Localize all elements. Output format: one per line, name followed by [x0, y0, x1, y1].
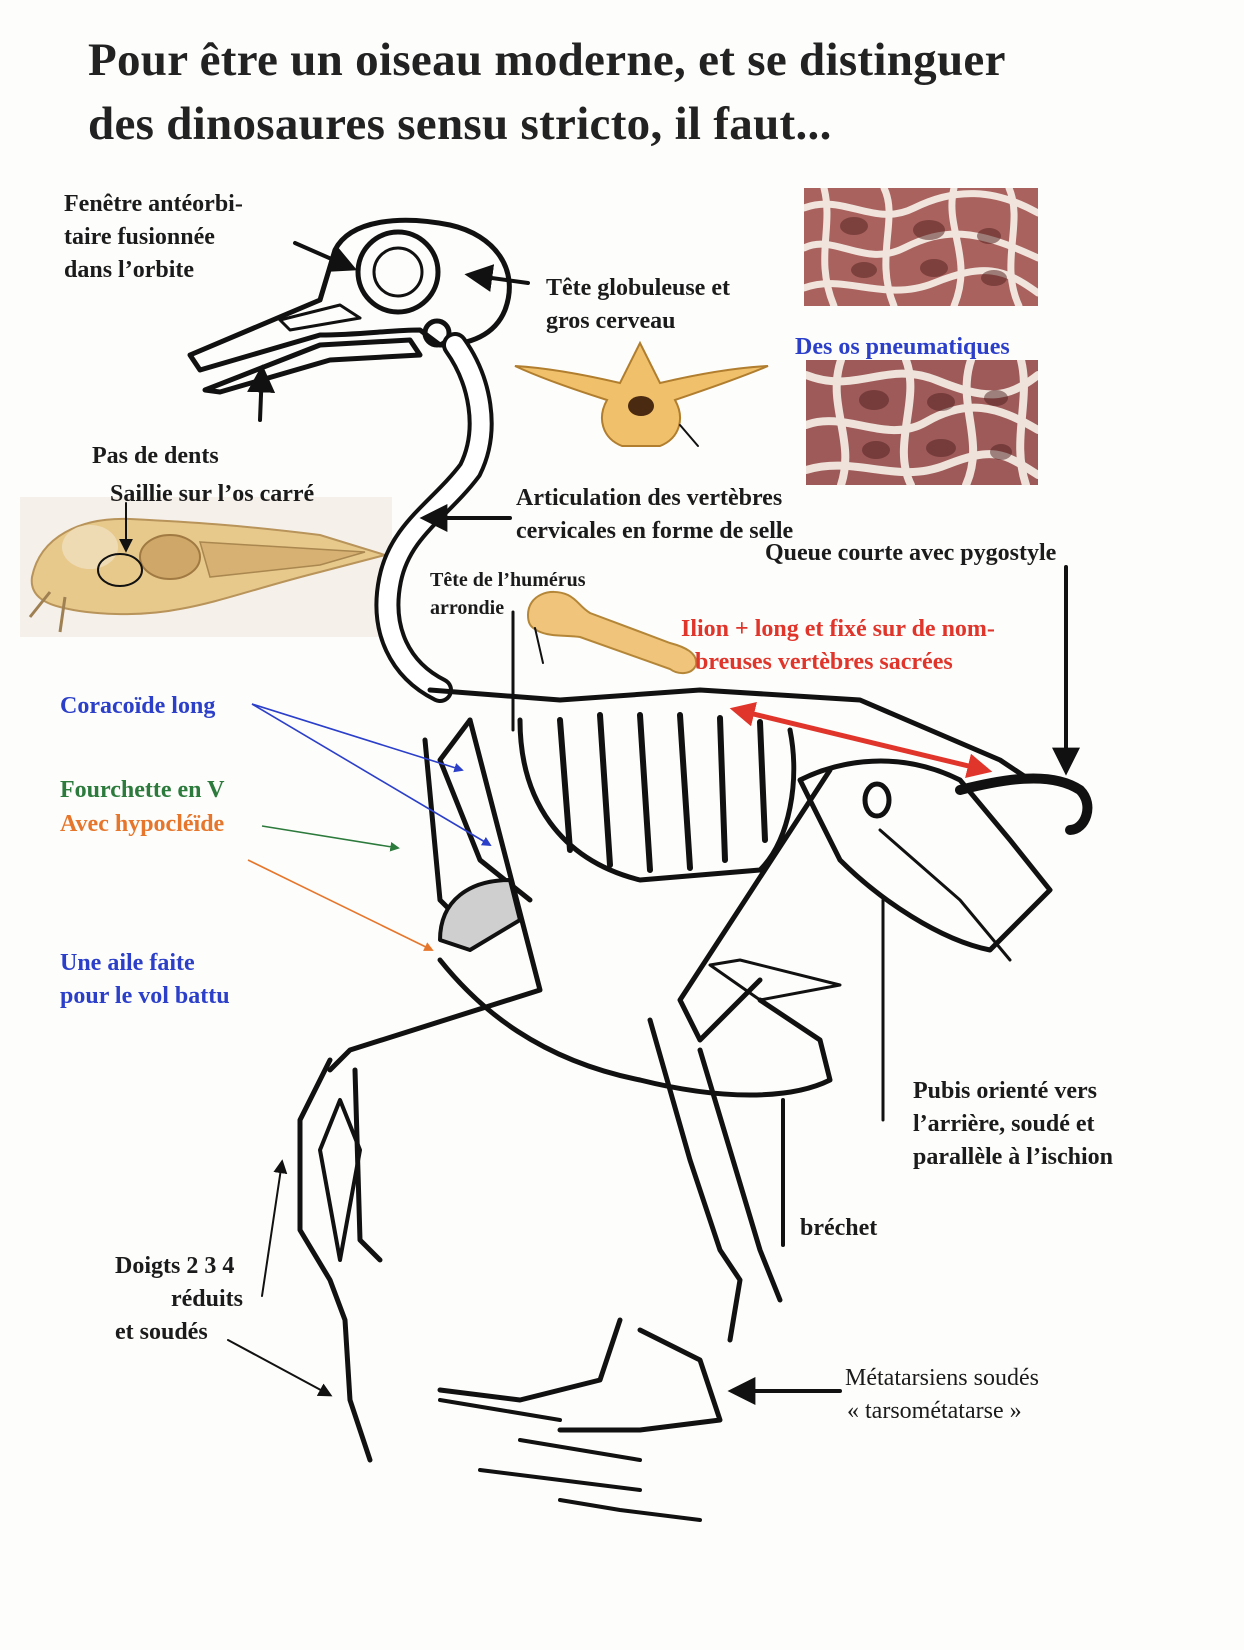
skull-outline — [187, 217, 512, 373]
label-os-pneumatiques: Des os pneumatiques — [795, 334, 1010, 360]
pneumatic-bone-photo-top — [804, 188, 1038, 306]
label-ilion: Ilion + long et fixé sur de nom- breuses… — [681, 616, 995, 675]
arrow-pas-de-dents — [247, 364, 276, 422]
label-fenetre: Fenêtre antéorbi- taire fusionnée dans l… — [64, 191, 243, 283]
page-title: Pour être un oiseau moderne, et se disti… — [88, 28, 1188, 156]
pelvis — [797, 758, 1053, 953]
toes — [438, 1398, 702, 1522]
arrow-ilion — [729, 701, 993, 779]
back-line — [427, 687, 1033, 783]
coracoid — [437, 717, 533, 903]
humerus-photo — [520, 585, 702, 677]
label-metatarsiens: Métatarsiens soudés « tarsométatarse » — [845, 1365, 1039, 1424]
arrow-humerus-photo — [534, 627, 544, 664]
arrow-fenetre — [293, 241, 358, 272]
label-articulation: Articulation des vertèbres cervicales en… — [516, 485, 794, 544]
arrow-fourchette — [261, 825, 400, 852]
title-line-2: des dinosaures sensu stricto, il faut... — [88, 98, 832, 150]
wing-humerus — [327, 717, 543, 1073]
arrow-tete — [464, 264, 530, 292]
label-hypocleide: Avec hypocléïde — [60, 811, 225, 837]
ribcage — [517, 717, 797, 883]
label-pas-de-dents: Pas de dents — [92, 443, 219, 469]
title-line-1: Pour être un oiseau moderne, et se disti… — [88, 34, 1006, 86]
arrow-coracoide-2 — [251, 703, 492, 846]
label-tete-globuleuse: Tête globuleuse et gros cerveau — [546, 275, 730, 334]
label-pubis: Pubis orienté vers l’arrière, soudé et p… — [913, 1078, 1113, 1170]
tail-vertebrae — [955, 773, 1093, 835]
orbit — [355, 229, 441, 315]
saillie-circle — [97, 553, 143, 587]
lower-jaw — [202, 337, 423, 395]
arrow-doigts-up — [261, 1159, 288, 1297]
arrow-doigts-down — [227, 1339, 333, 1397]
leg-tibia-left — [647, 1017, 743, 1343]
leg-femur — [677, 767, 833, 1043]
wing-forearm — [297, 1057, 373, 1463]
label-aile: Une aile faite pour le vol battu — [60, 950, 230, 1009]
tarsometatarsus — [557, 1327, 723, 1433]
label-queue: Queue courte avec pygostyle — [765, 540, 1057, 566]
arrow-hypocleide — [247, 859, 434, 951]
arrow-coracoide-1 — [251, 703, 464, 773]
label-brechet: bréchet — [800, 1215, 878, 1241]
label-fourchette: Fourchette en V — [60, 777, 225, 803]
label-doigts: Doigts 2 3 4 réduits et soudés — [115, 1253, 243, 1345]
vertebra-photo — [510, 338, 772, 450]
label-saillie: Saillie sur l’os carré — [110, 481, 315, 507]
pneumatic-bone-photo-bottom — [806, 360, 1038, 485]
sternum-keel — [437, 957, 833, 1098]
arrow-vertebra — [679, 424, 699, 447]
label-coracoide: Coracoïde long — [60, 693, 216, 719]
label-humerus: Tête de l’humérus arrondie — [430, 569, 586, 619]
leg-tibia-right — [697, 1047, 783, 1303]
